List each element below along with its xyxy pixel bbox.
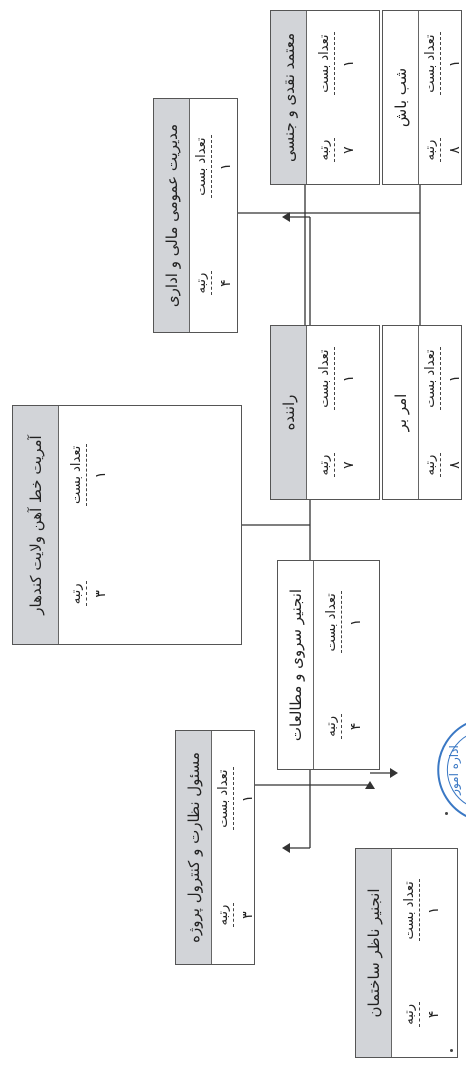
count-label: تعداد بست	[324, 591, 342, 654]
rank-value: ۸	[447, 146, 463, 154]
count-cell: تعداد بست ۱	[194, 135, 234, 198]
rank-cell: رتبه ۳	[69, 581, 109, 607]
rank-cell: رتبه ۷	[317, 452, 357, 478]
rank-cell: رتبه ۳	[216, 902, 256, 928]
rank-value: ۴	[426, 1010, 442, 1019]
count-label: تعداد بست	[69, 443, 87, 506]
unit-supervision: مسئول نظارت و کنترول پروژه تعداد بست ۱ ر…	[175, 730, 256, 965]
count-label: تعداد بست	[402, 879, 420, 942]
count-value: ۱	[426, 906, 442, 915]
unit-orderly: امر بر تعداد بست ۱ رتبه ۸	[382, 325, 463, 500]
unit-head-title: آمریت خط آهن ولایت کندهار	[13, 406, 59, 644]
unit-building-engineer: انجنیر ناظر ساختمان تعداد بست ۱ رتبه ۴	[355, 848, 458, 1058]
count-cell: تعداد بست ۱	[423, 347, 463, 410]
count-cell: تعداد بست ۱	[317, 347, 357, 410]
rank-value: ۷	[341, 146, 357, 154]
count-label: تعداد بست	[423, 347, 441, 410]
rank-value: ۴	[348, 722, 364, 731]
unit-orderly-title: امر بر	[383, 326, 419, 499]
count-label: تعداد بست	[194, 135, 212, 198]
rank-value: ۷	[341, 461, 357, 469]
rank-value: ۸	[447, 461, 463, 469]
count-label: تعداد بست	[317, 32, 335, 95]
count-label: تعداد بست	[423, 32, 441, 95]
count-value: ۱	[348, 618, 364, 627]
count-value: ۱	[447, 59, 463, 68]
rank-value: ۳	[240, 911, 256, 919]
rank-cell: رتبه ۸	[423, 137, 463, 163]
unit-driver-title: راننده	[271, 326, 307, 499]
unit-driver: راننده تعداد بست ۱ رتبه ۷	[270, 325, 380, 500]
rank-label: رتبه	[317, 452, 335, 478]
official-stamp: اداره امور	[437, 722, 466, 818]
unit-cashier-body: تعداد بست ۱ رتبه ۷	[307, 11, 357, 184]
rank-cell: رتبه ۴	[402, 1001, 442, 1027]
unit-night-guard-body: تعداد بست ۱ رتبه ۸	[419, 11, 463, 184]
unit-cashier-title: معتمد نقدی و جنسی	[271, 11, 307, 184]
count-cell: تعداد بست ۱	[423, 32, 463, 95]
unit-night-guard-title: شب باش	[383, 11, 419, 184]
rank-value: ۳	[93, 590, 109, 598]
rank-label: رتبه	[194, 270, 212, 296]
count-cell: تعداد بست ۱	[402, 879, 442, 942]
rank-label: رتبه	[324, 713, 342, 739]
rank-label: رتبه	[423, 452, 441, 478]
rank-cell: رتبه ۸	[423, 452, 463, 478]
rank-label: رتبه	[216, 902, 234, 928]
unit-building-engineer-title: انجنیر ناظر ساختمان	[356, 849, 392, 1057]
rank-cell: رتبه ۷	[317, 137, 357, 163]
rank-label: رتبه	[402, 1001, 420, 1027]
rank-cell: رتبه ۴	[324, 713, 364, 739]
count-value: ۱	[240, 794, 256, 803]
unit-head: آمریت خط آهن ولایت کندهار تعداد بست ۱ رت…	[12, 405, 242, 645]
stray-dot	[445, 812, 448, 815]
unit-survey-engineer-title: انجنیر سروی و مطالعات	[278, 561, 314, 769]
count-value: ۱	[218, 162, 234, 171]
count-cell: تعداد بست ۱	[317, 32, 357, 95]
unit-finance-body: تعداد بست ۱ رتبه ۴	[190, 99, 234, 332]
unit-supervision-body: تعداد بست ۱ رتبه ۳	[212, 731, 256, 964]
unit-head-body: تعداد بست ۱ رتبه ۳	[59, 406, 109, 644]
count-cell: تعداد بست ۱	[69, 443, 109, 506]
count-cell: تعداد بست ۱	[324, 591, 364, 654]
unit-orderly-body: تعداد بست ۱ رتبه ۸	[419, 326, 463, 499]
unit-finance: مدیریت عمومی مالی و اداری تعداد بست ۱ رت…	[153, 98, 238, 333]
unit-survey-engineer: انجنیر سروی و مطالعات تعداد بست ۱ رتبه ۴	[277, 560, 380, 770]
count-label: تعداد بست	[317, 347, 335, 410]
rank-label: رتبه	[423, 137, 441, 163]
stamp-text: اداره امور	[447, 745, 462, 796]
rank-value: ۴	[218, 279, 234, 287]
unit-finance-title: مدیریت عمومی مالی و اداری	[154, 99, 190, 332]
rank-cell: رتبه ۴	[194, 270, 234, 296]
count-value: ۱	[341, 59, 357, 68]
unit-cashier: معتمد نقدی و جنسی تعداد بست ۱ رتبه ۷	[270, 10, 380, 185]
count-label: تعداد بست	[216, 767, 234, 830]
stray-dot	[450, 1049, 453, 1052]
unit-driver-body: تعداد بست ۱ رتبه ۷	[307, 326, 357, 499]
count-value: ۱	[341, 374, 357, 383]
unit-night-guard: شب باش تعداد بست ۱ رتبه ۸	[382, 10, 463, 185]
count-value: ۱	[447, 374, 463, 383]
unit-supervision-title: مسئول نظارت و کنترول پروژه	[176, 731, 212, 964]
rank-label: رتبه	[69, 581, 87, 607]
count-value: ۱	[93, 471, 109, 479]
unit-building-engineer-body: تعداد بست ۱ رتبه ۴	[392, 849, 442, 1057]
count-cell: تعداد بست ۱	[216, 767, 256, 830]
rank-label: رتبه	[317, 137, 335, 163]
unit-survey-engineer-body: تعداد بست ۱ رتبه ۴	[314, 561, 364, 769]
